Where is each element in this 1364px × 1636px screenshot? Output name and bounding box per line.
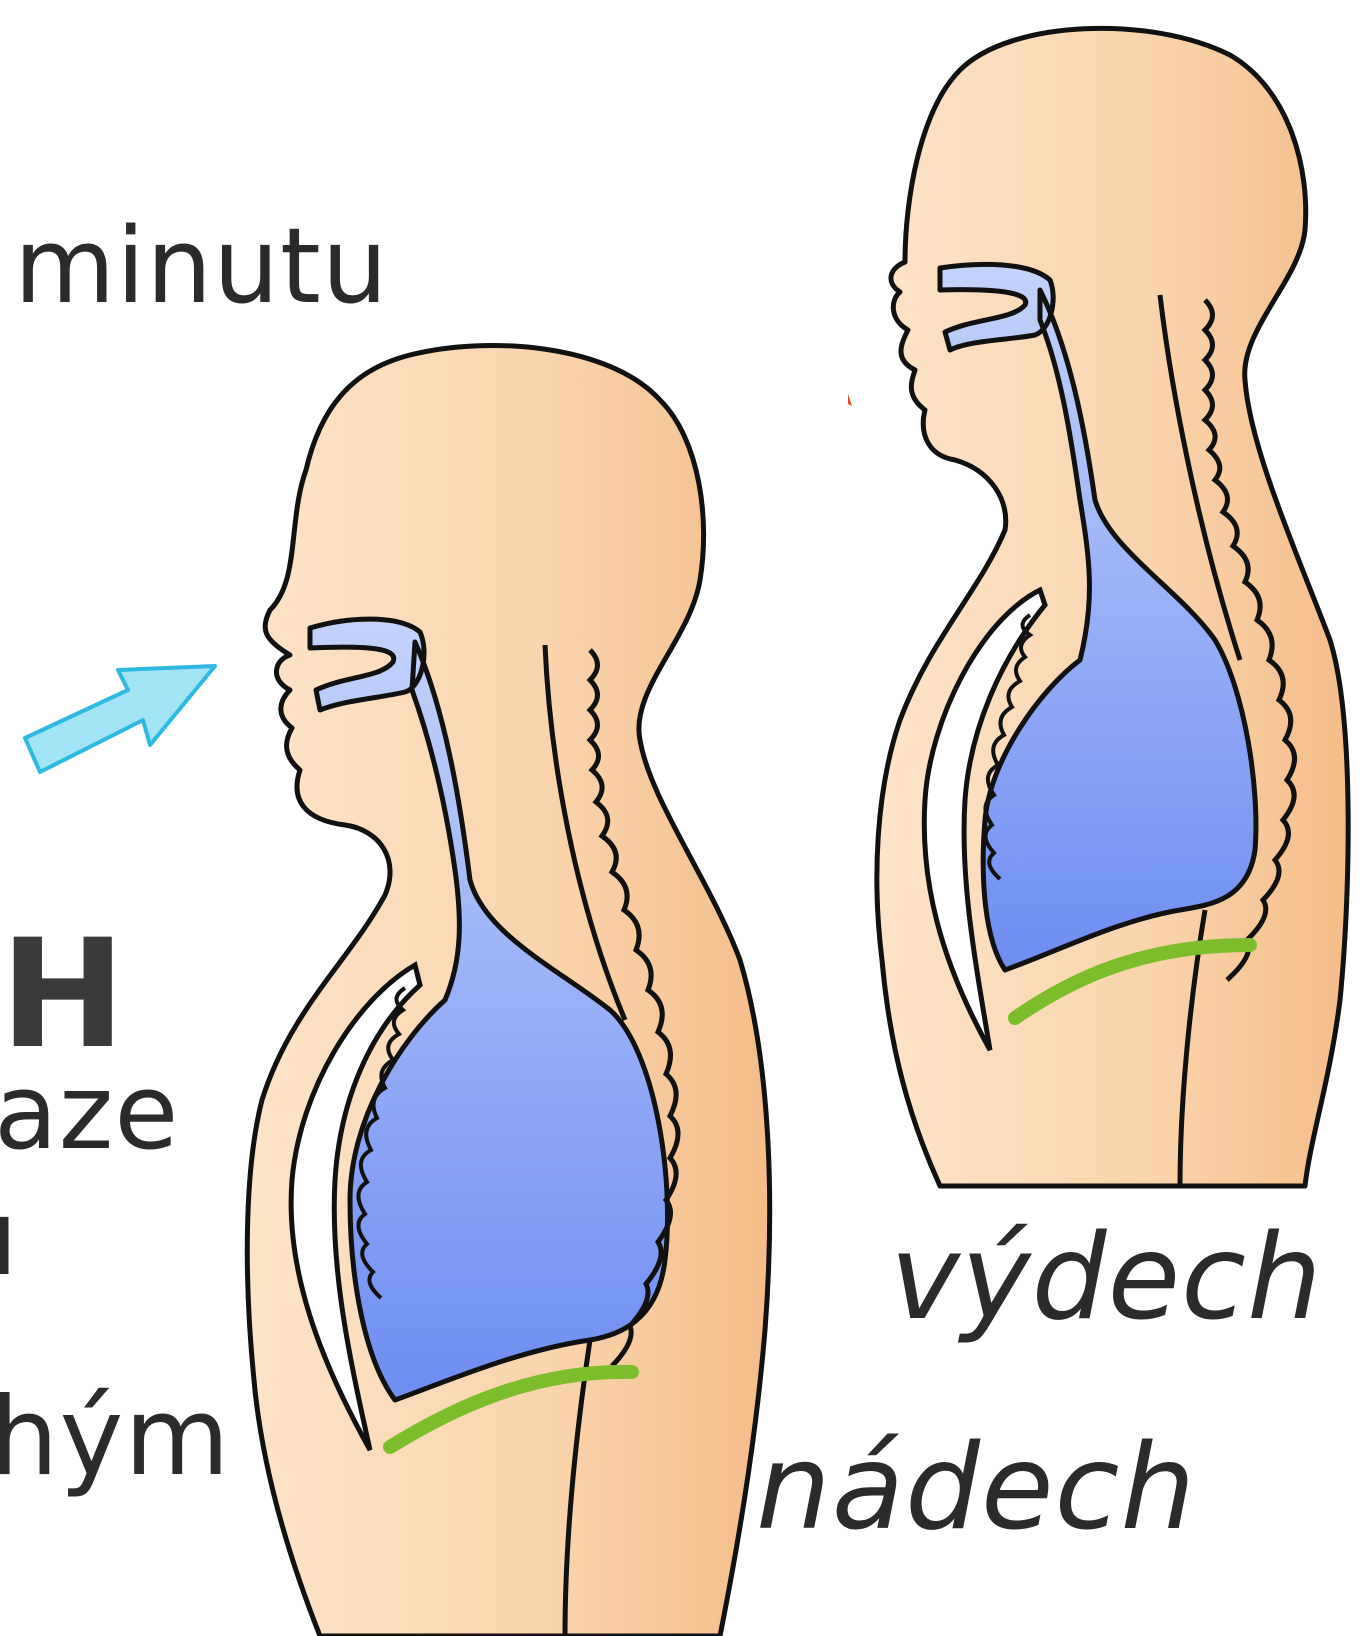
red-speck [848, 394, 852, 406]
u-text: u [0, 1186, 19, 1290]
nym-text: hým [0, 1384, 231, 1492]
exhale-figure [877, 28, 1348, 1186]
heading-letter: H [0, 920, 127, 1070]
exhale-label: výdech [890, 1218, 1323, 1336]
inhale-figure [247, 345, 769, 1636]
arrow-icon [25, 666, 215, 772]
inhale-label: nádech [756, 1428, 1196, 1546]
minutu-text: minutu [14, 214, 389, 318]
aze-text: aze [0, 1060, 179, 1164]
